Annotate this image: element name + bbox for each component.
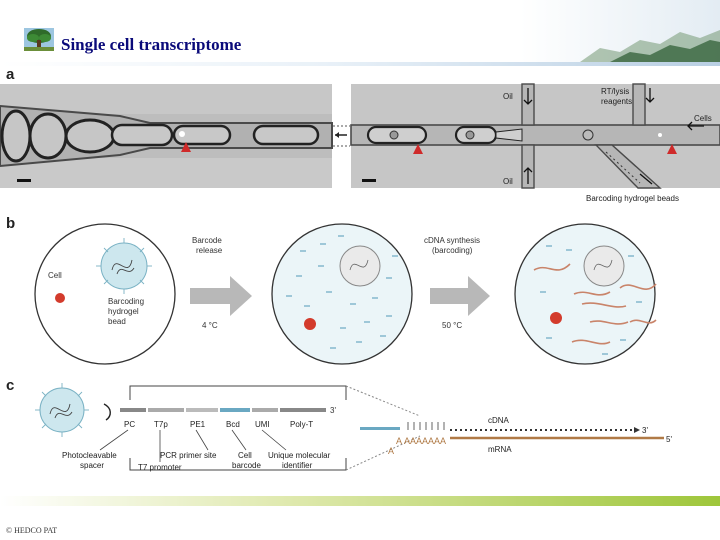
label-release-2: release [196, 246, 223, 255]
label-bead-3: bead [108, 317, 126, 326]
marker-arrow-icon [667, 144, 677, 154]
label-polya: AAAAAAA [404, 436, 446, 446]
label-t7p: T7p [154, 420, 168, 429]
droplet-1 [34, 223, 176, 365]
label-polyt: Poly-T [290, 420, 313, 429]
panel-letter-a: a [6, 66, 15, 83]
micrograph-left [0, 84, 333, 188]
flow-arrow-icon [523, 88, 533, 105]
panel-c: c 3' PC T7p PE1 Bcd UMI Poly-T [6, 377, 672, 472]
flow-arrow-icon [639, 173, 653, 185]
label-cells: Cells [694, 114, 712, 123]
label-oil-top: Oil [503, 92, 513, 101]
label-t7-promoter: T7 promoter [138, 463, 182, 472]
flow-arrow-icon [523, 167, 533, 184]
segment-pc [120, 408, 146, 412]
label-polya-lead2: A [396, 436, 402, 446]
label-beads: Barcoding hydrogel beads [586, 194, 679, 203]
panel-letter-b: b [6, 215, 15, 232]
footer-divider [0, 496, 720, 506]
label-three-prime: 3' [330, 406, 336, 415]
marker-arrow-icon [413, 144, 423, 154]
header-divider [0, 62, 720, 66]
label-photocleavable-2: spacer [80, 461, 104, 470]
droplet-3 [514, 223, 656, 365]
forest-banner-image [520, 0, 720, 62]
tree-logo-icon [24, 28, 54, 51]
label-temp-1: 4 °C [202, 321, 218, 330]
slide-header: Single cell transcriptome [0, 0, 720, 66]
label-pe1: PE1 [190, 420, 206, 429]
bead-icon [100, 242, 148, 290]
segment-polyt [280, 408, 326, 412]
label-cdna: cDNA [488, 416, 510, 425]
label-umi-long-1: Unique molecular [268, 451, 331, 460]
cell-icon [304, 318, 316, 330]
bead-icon [39, 387, 85, 433]
process-arrow-icon [430, 276, 490, 316]
footer-copyright: © HEDCO PAT [6, 526, 58, 535]
flow-arrow-icon [645, 88, 655, 103]
panel-a: a Oil Oil RT/lysis reagents Cells Barcod… [0, 66, 720, 203]
label-mrna: mRNA [488, 445, 512, 454]
segment-umi [252, 408, 278, 412]
label-rt-reagents: reagents [601, 97, 632, 106]
label-cdna-end: 3' [642, 426, 648, 435]
figure-canvas: a Oil Oil RT/lysis reagents Cells Barcod… [0, 66, 720, 472]
cell-icon [55, 293, 65, 303]
micrograph-right [350, 83, 720, 189]
label-bead-2: hydrogel [108, 307, 139, 316]
droplet-2 [271, 223, 413, 365]
label-synth-1: cDNA synthesis [424, 236, 480, 245]
flow-arrow-icon [687, 121, 704, 131]
label-umi-long-2: identifier [282, 461, 313, 470]
label-pc: PC [124, 420, 135, 429]
cell-icon [550, 312, 562, 324]
segment-pe1 [186, 408, 218, 412]
connector [333, 125, 350, 147]
process-arrow-icon [190, 276, 252, 316]
label-release-1: Barcode [192, 236, 222, 245]
label-temp-2: 50 °C [442, 321, 462, 330]
label-cell-barcode-1: Cell [238, 451, 252, 460]
label-synth-2: (barcoding) [432, 246, 473, 255]
label-cell-barcode-2: barcode [232, 461, 261, 470]
marker-arrow-icon [181, 142, 191, 152]
label-pcr-primer: PCR primer site [160, 451, 217, 460]
segment-t7p [148, 408, 184, 412]
label-rt-lysis: RT/lysis [601, 87, 629, 96]
label-polya-lead: A [388, 446, 394, 456]
label-mrna-end: 5' [666, 435, 672, 444]
panel-letter-c: c [6, 377, 14, 394]
label-bead-1: Barcoding [108, 297, 144, 306]
segment-bcd [220, 408, 250, 412]
slide-title: Single cell transcriptome [61, 35, 242, 54]
label-oil-bottom: Oil [503, 177, 513, 186]
label-photocleavable-1: Photocleavable [62, 451, 117, 460]
panel-b: b Cell Barcoding hydrogel bead Barcode r… [6, 215, 657, 365]
label-cell: Cell [48, 271, 62, 280]
label-bcd: Bcd [226, 420, 240, 429]
label-umi: UMI [255, 420, 270, 429]
